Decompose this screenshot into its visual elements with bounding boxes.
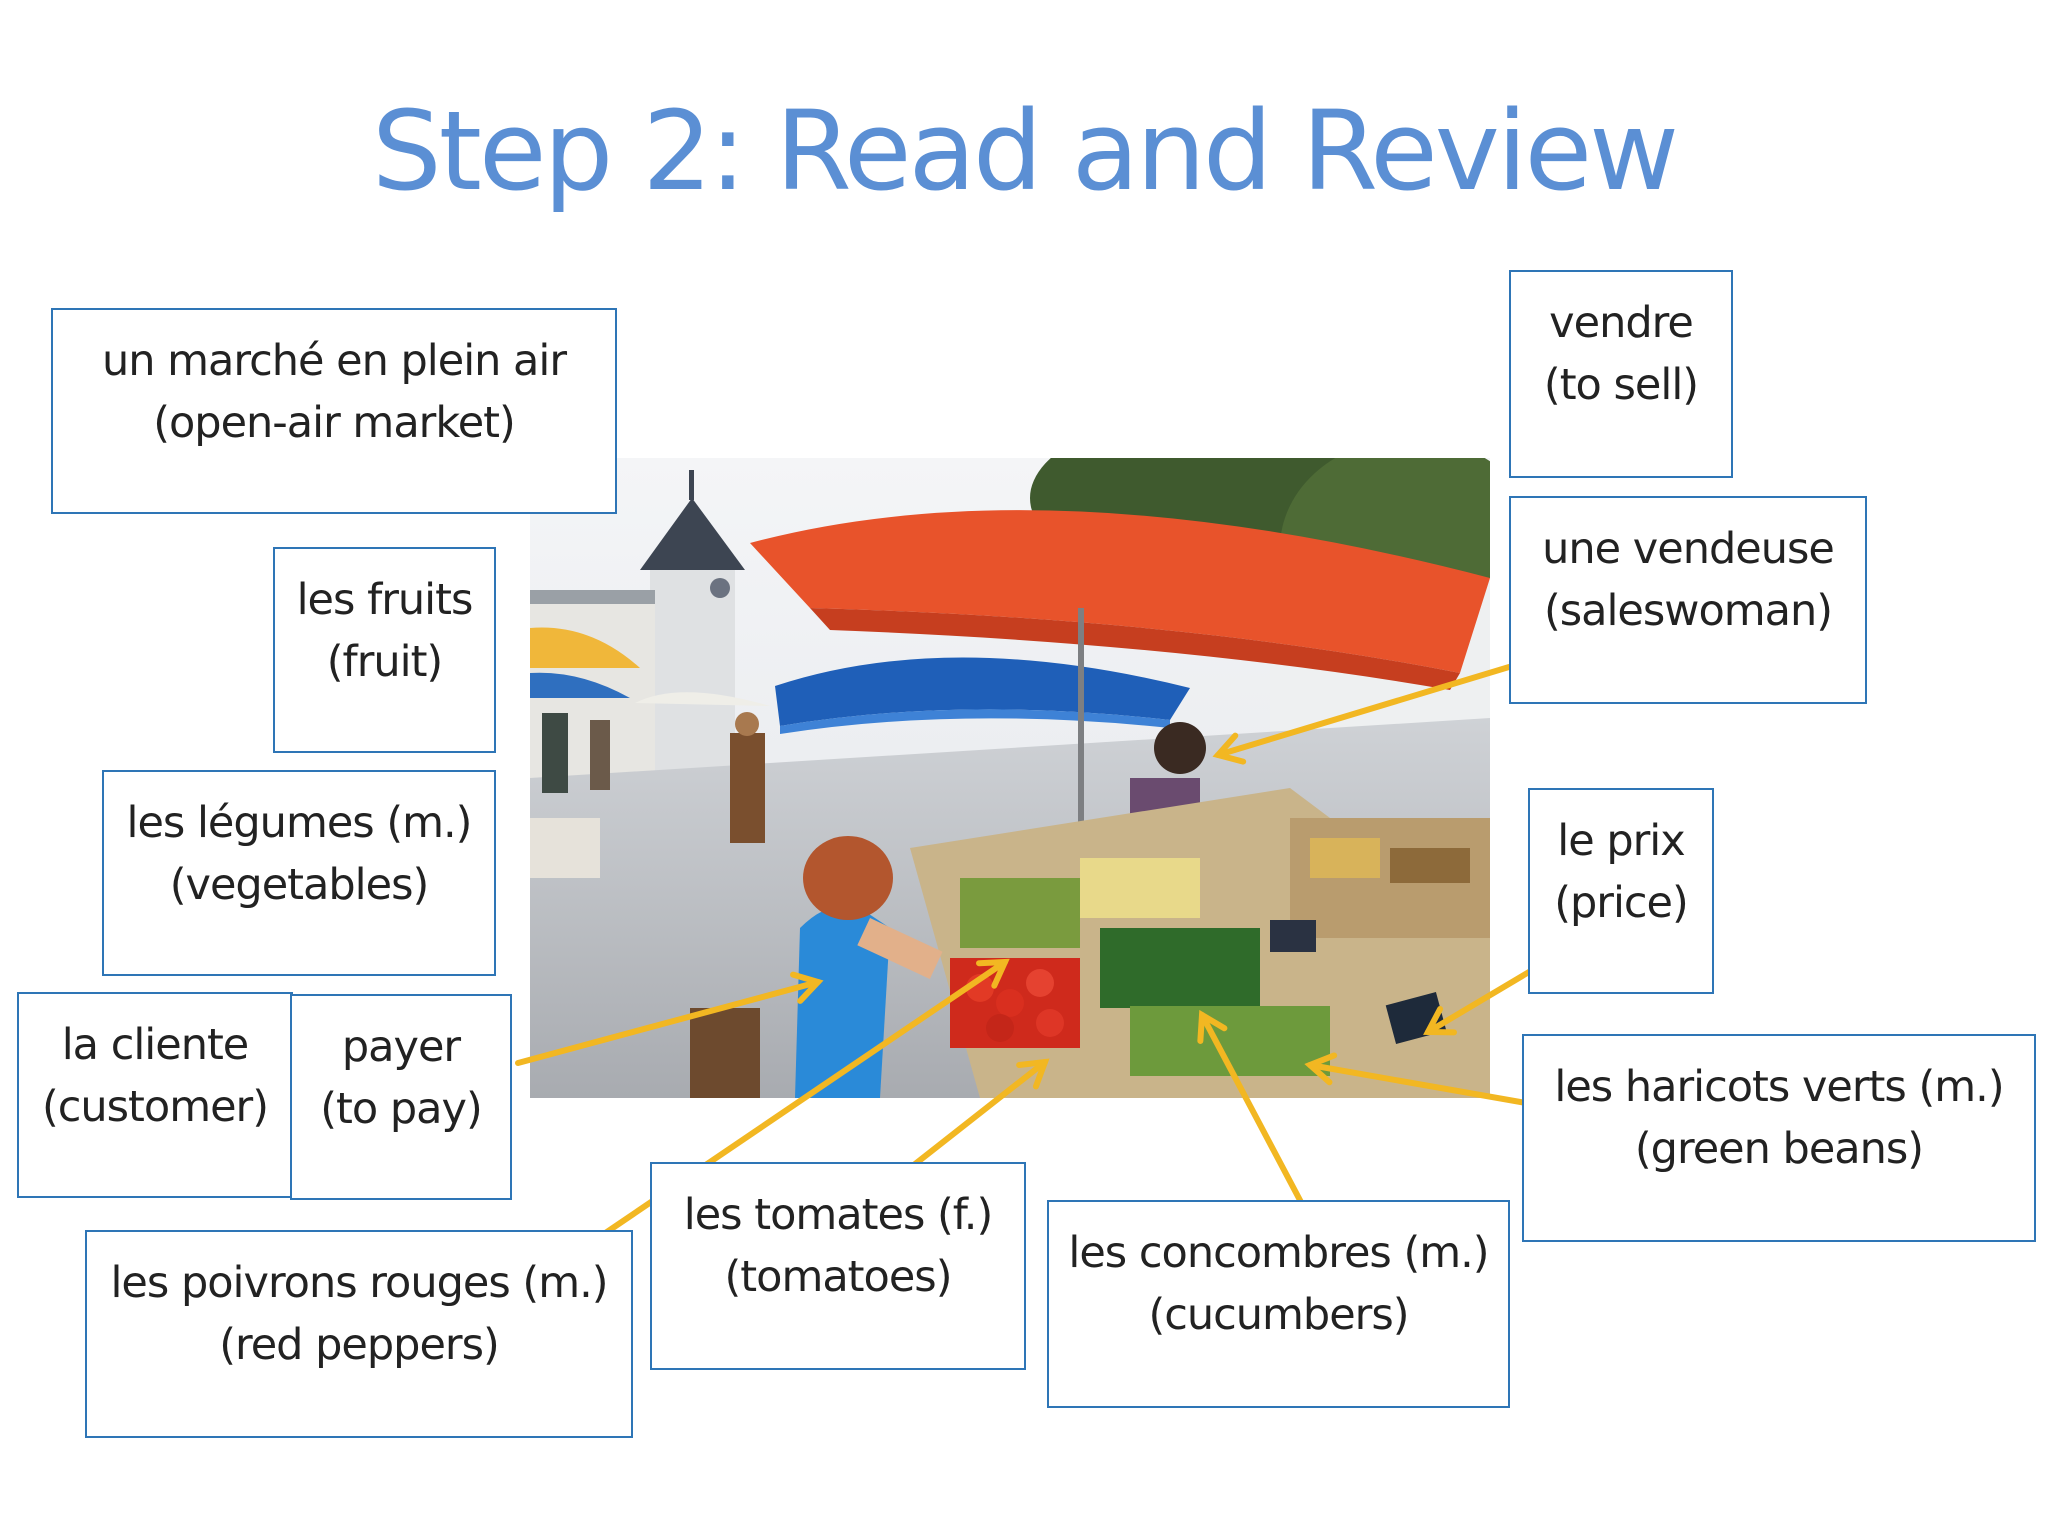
vocab-box-saleswoman: une vendeuse (saleswoman) [1509,496,1867,704]
slide-title: Step 2: Read and Review [371,87,1679,215]
vocab-english: (red peppers) [219,1320,500,1370]
vocab-box-to-sell: vendre (to sell) [1509,270,1733,478]
vocab-box-tomatoes: les tomates (f.) (tomatoes) [650,1162,1026,1370]
vocab-english: (price) [1554,878,1689,928]
market-stall-photo [530,458,1490,1098]
vocab-french: une vendeuse [1542,524,1835,574]
vocab-english: (saleswoman) [1543,586,1833,636]
vocab-french: les haricots verts (m.) [1554,1062,2004,1112]
vocab-french: les fruits [296,575,474,625]
vocab-box-to-pay: payer (to pay) [290,994,512,1200]
vocab-box-green-beans: les haricots verts (m.) (green beans) [1522,1034,2036,1242]
vocab-box-fruits: les fruits (fruit) [273,547,496,753]
vocab-french: la cliente [61,1020,250,1070]
vocab-box-open-air-market: un marché en plein air (open-air market) [51,308,617,514]
vocab-english: (to pay) [320,1084,482,1134]
vocab-box-vegetables: les légumes (m.) (vegetables) [102,770,496,976]
vocab-box-price: le prix (price) [1528,788,1714,994]
vocab-french: les tomates (f.) [683,1190,994,1240]
vocab-english: (customer) [41,1082,269,1132]
vocab-english: (to sell) [1543,360,1699,410]
vocab-english: (cucumbers) [1148,1290,1409,1340]
vocab-french: les concombres (m.) [1068,1228,1489,1278]
vocab-french: le prix [1557,816,1685,866]
vocab-french: un marché en plein air [101,336,567,386]
vocab-french: payer [341,1022,461,1072]
vocab-english: (open-air market) [153,398,516,448]
vocab-french: les poivrons rouges (m.) [110,1258,608,1308]
vocab-french: les légumes (m.) [126,798,473,848]
vocab-english: (tomatoes) [724,1252,953,1302]
vocab-english: (green beans) [1634,1124,1924,1174]
vocab-box-customer: la cliente (customer) [17,992,293,1198]
vocab-french: vendre [1549,298,1694,348]
vocab-box-red-peppers: les poivrons rouges (m.) (red peppers) [85,1230,633,1438]
vocab-box-cucumbers: les concombres (m.) (cucumbers) [1047,1200,1510,1408]
vocab-english: (fruit) [326,637,443,687]
vocab-english: (vegetables) [169,860,430,910]
